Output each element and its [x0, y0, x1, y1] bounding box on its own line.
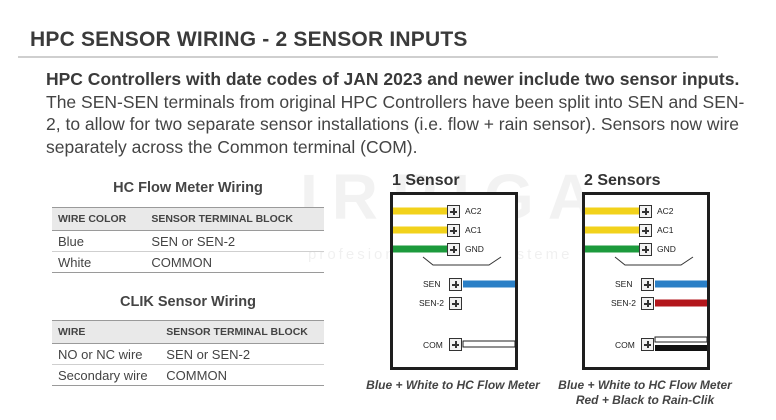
com-label: COM [615, 340, 635, 350]
terminal-screw-icon [641, 278, 654, 291]
intro-body: The SEN-SEN terminals from original HPC … [46, 91, 745, 157]
terminal-screw-icon [641, 297, 654, 310]
sen-label: SEN [615, 279, 633, 289]
diagram2-caption: Blue + White to HC Flow Meter Red + Blac… [552, 378, 738, 408]
separator-line [614, 256, 694, 266]
flow-terminal-cell: SEN or SEN-2 [145, 230, 324, 252]
sen2-label: SEN-2 [419, 298, 445, 308]
ac2-label: AC2 [657, 206, 674, 216]
flow-wire-cell: White [52, 251, 146, 273]
terminal-screw-icon [639, 205, 652, 218]
gnd-label: GND [657, 244, 676, 254]
table-row: Secondary wire COMMON [52, 364, 324, 386]
table-row: White COMMON [52, 251, 324, 273]
table-row: Blue SEN or SEN-2 [52, 230, 324, 252]
diagram1-caption: Blue + White to HC Flow Meter [366, 378, 540, 392]
white-sensor-wire [462, 340, 515, 348]
diagram2-caption-line2: Red + Black to Rain-Clik [575, 393, 715, 407]
terminal-screw-icon [447, 243, 460, 256]
terminal-screw-icon [449, 338, 462, 351]
gnd-label: GND [465, 244, 484, 254]
title-divider [18, 56, 718, 58]
terminal-screw-icon [447, 205, 460, 218]
ac2-label: AC2 [465, 206, 482, 216]
flow-wire-cell: Blue [52, 230, 146, 252]
flow-table-title: HC Flow Meter Wiring [113, 180, 263, 196]
diagram1-wiring [393, 207, 515, 348]
intro-lead: HPC Controllers with date codes of JAN 2… [46, 69, 740, 89]
clik-col-wire: WIRE [52, 320, 161, 344]
diagram2-wiring [585, 207, 707, 351]
flow-table: WIRE COLOR SENSOR TERMINAL BLOCK Blue SE… [52, 207, 324, 273]
flow-terminal-cell: COMMON [145, 251, 324, 273]
page-title: HPC SENSOR WIRING - 2 SENSOR INPUTS [30, 28, 468, 51]
ac1-label: AC1 [657, 225, 674, 235]
clik-table-title: CLIK Sensor Wiring [119, 294, 256, 310]
flow-col-wire: WIRE COLOR [52, 207, 146, 231]
flow-col-terminal: SENSOR TERMINAL BLOCK [145, 207, 324, 231]
diagram2-title: 2 Sensors [584, 172, 661, 189]
clik-terminal-cell: COMMON [160, 364, 324, 386]
com-label: COM [423, 340, 443, 350]
diagram2-terminal-block: AC2 AC1 GND SEN SEN-2 COM [582, 192, 710, 370]
clik-col-terminal: SENSOR TERMINAL BLOCK [160, 320, 324, 344]
terminal-screw-icon [639, 243, 652, 256]
clik-wire-cell: NO or NC wire [52, 343, 161, 365]
diagram2-caption-line1: Blue + White to HC Flow Meter [558, 378, 732, 392]
terminal-screw-icon [641, 338, 654, 351]
terminal-screw-icon [449, 297, 462, 310]
clik-terminal-cell: SEN or SEN-2 [160, 343, 324, 365]
terminal-screw-icon [449, 278, 462, 291]
separator-line [422, 256, 502, 266]
sen2-label: SEN-2 [611, 298, 637, 308]
clik-wire-cell: Secondary wire [52, 364, 161, 386]
diagram1-terminal-block: AC2 AC1 GND SEN SEN-2 COM [390, 192, 518, 370]
white-sensor-wire [654, 336, 707, 343]
diagram1-title: 1 Sensor [392, 172, 460, 189]
clik-table: WIRE SENSOR TERMINAL BLOCK NO or NC wire… [52, 320, 324, 386]
intro-text: HPC Controllers with date codes of JAN 2… [46, 68, 746, 158]
ac1-label: AC1 [465, 225, 482, 235]
terminal-screw-icon [639, 224, 652, 237]
terminal-screw-icon [447, 224, 460, 237]
sen-label: SEN [423, 279, 441, 289]
table-row: NO or NC wire SEN or SEN-2 [52, 343, 324, 365]
